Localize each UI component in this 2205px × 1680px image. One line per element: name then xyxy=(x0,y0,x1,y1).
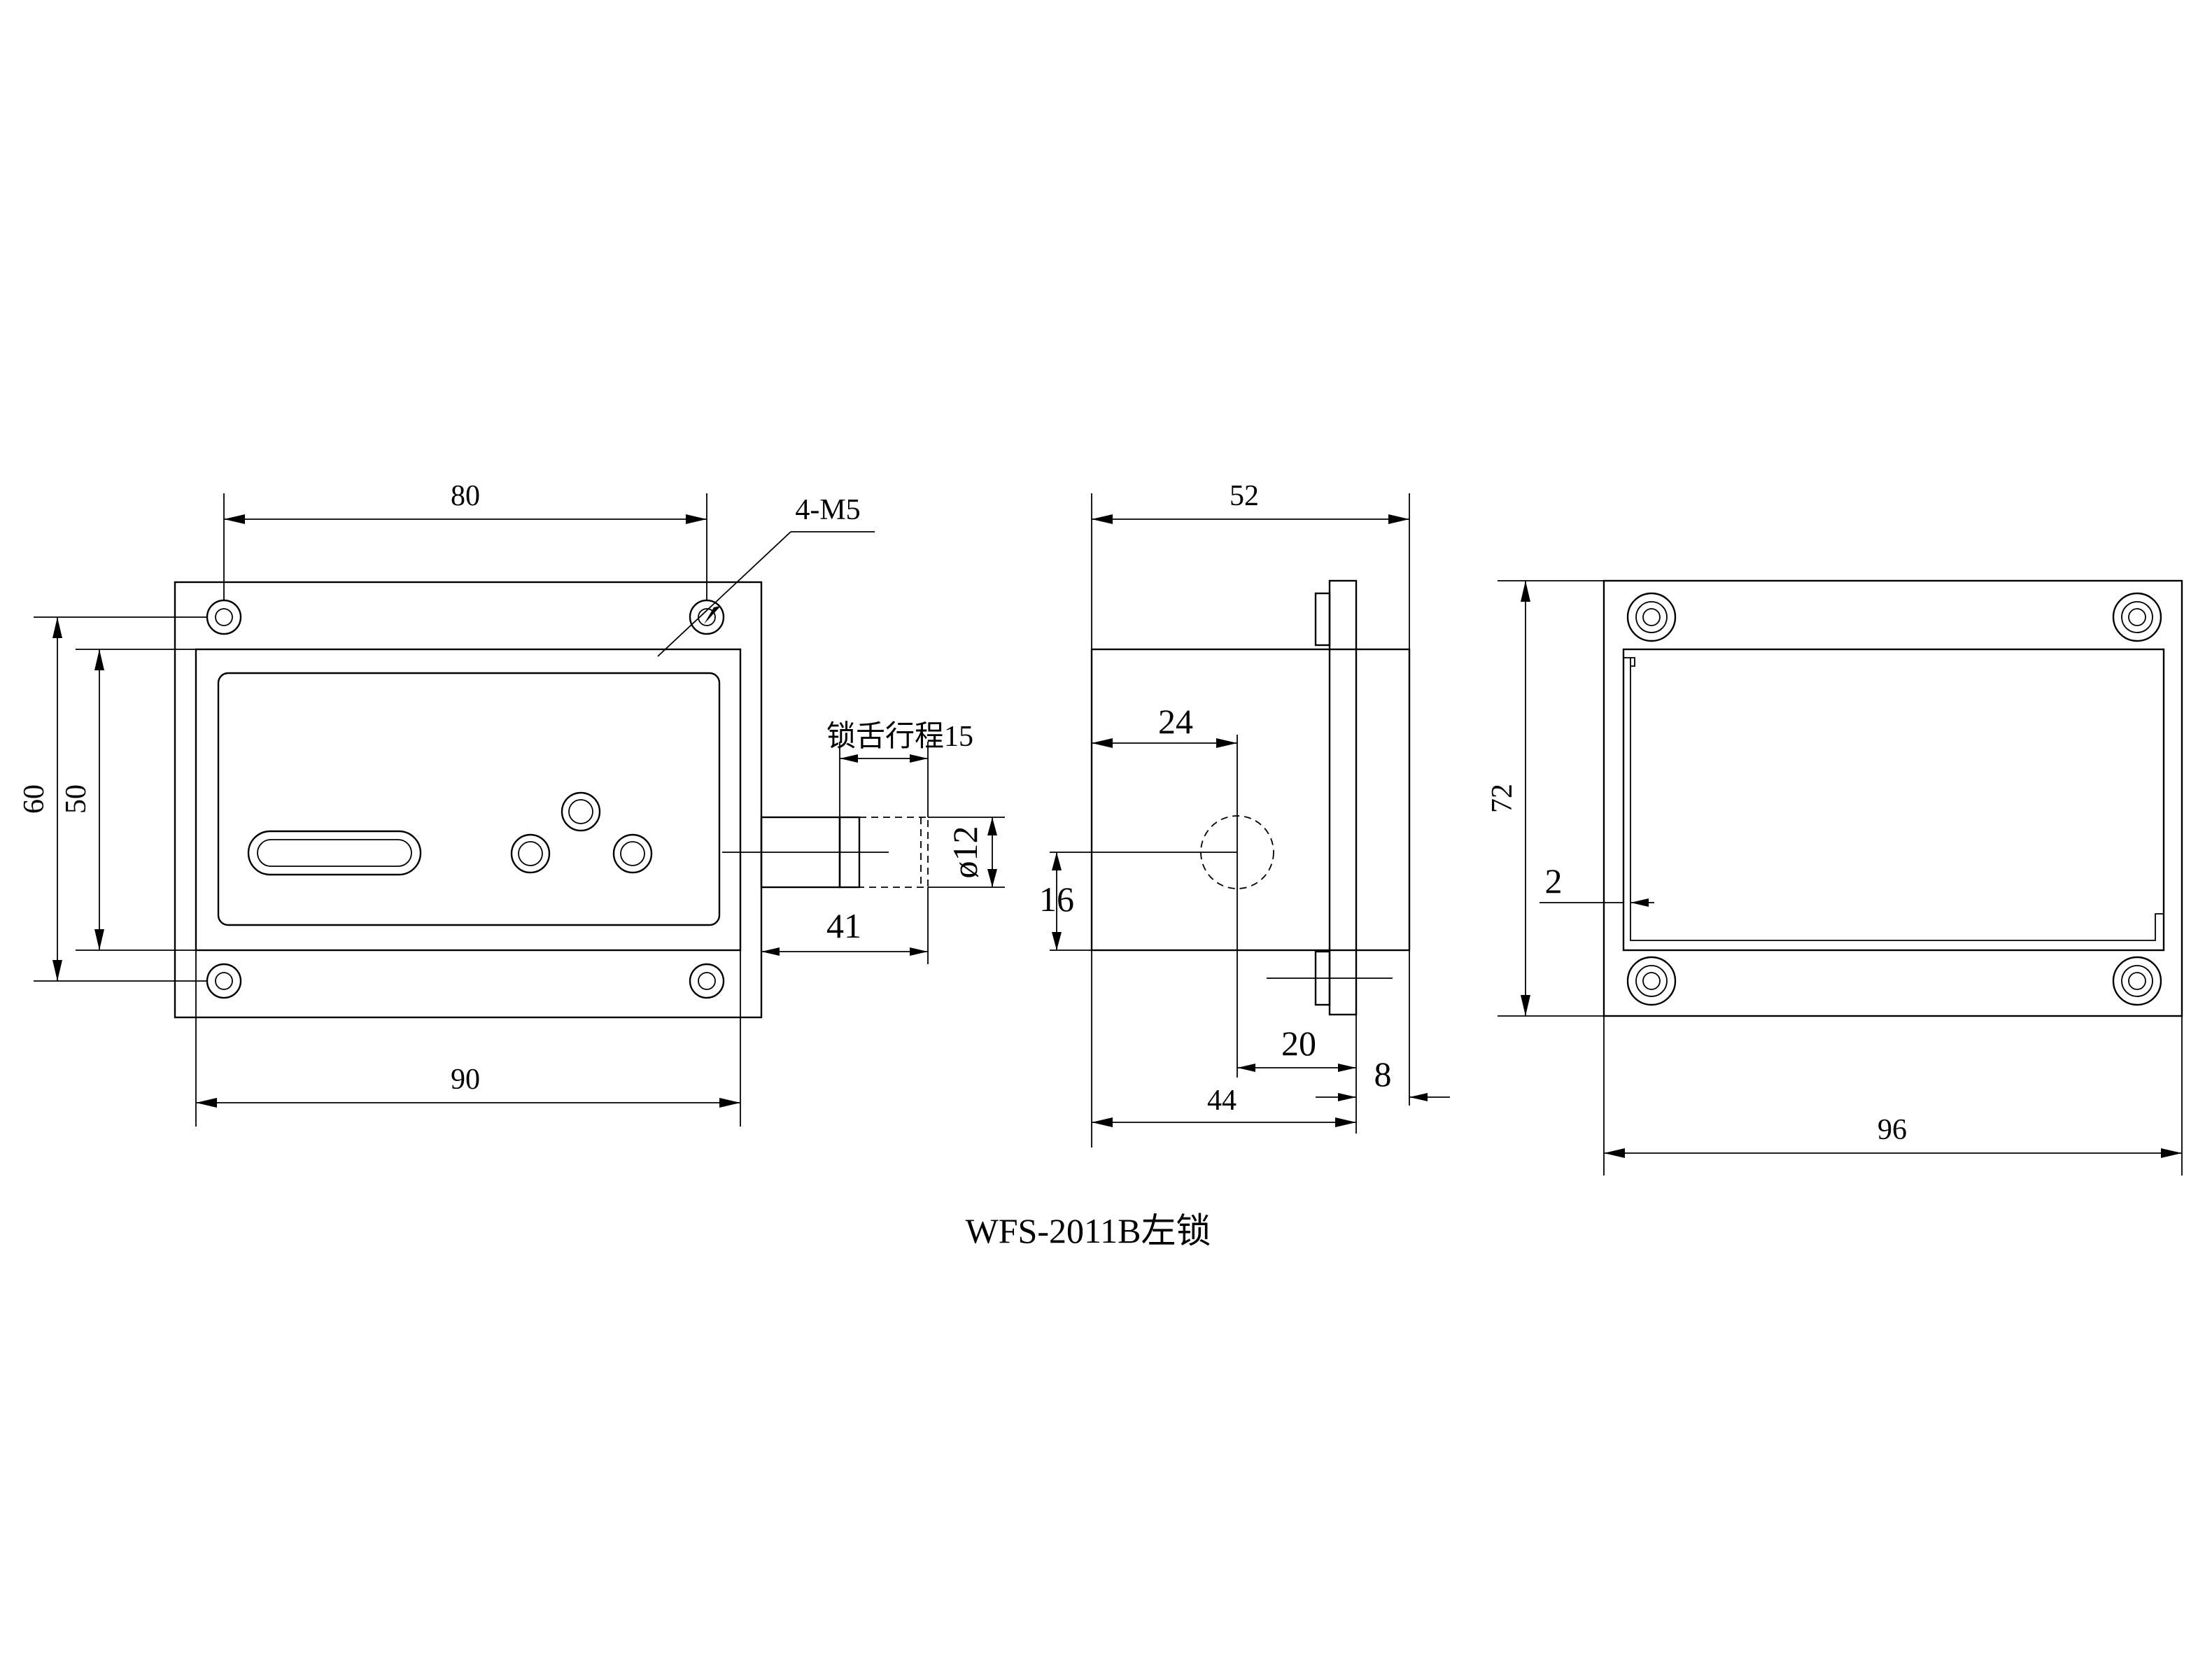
dim-outer-height: 60 xyxy=(18,784,50,814)
mounting-plate xyxy=(174,581,763,1019)
lock-bolt xyxy=(722,816,929,889)
side-view: 52 24 16 20 8 44 xyxy=(1039,480,1450,1148)
rear-view: 72 2 96 xyxy=(1486,579,2183,1176)
mounting-holes xyxy=(206,599,725,999)
dim-bolt-extension: 41 xyxy=(826,906,861,945)
bolt-stroke-label: 锁舌行程15 xyxy=(826,720,973,753)
dim-hole-spacing: 80 xyxy=(451,480,480,512)
dim-overall-width: 90 xyxy=(451,1064,480,1096)
rear-mounting-holes xyxy=(1626,592,2162,1006)
terminal-hole-left xyxy=(510,833,551,874)
terminal-hole-top xyxy=(561,791,601,832)
slot xyxy=(247,830,422,876)
side-body xyxy=(1090,648,1411,952)
dim-rear-width: 96 xyxy=(1878,1114,1907,1146)
dim-rear-height: 72 xyxy=(1486,784,1519,813)
dim-center-offset: 24 xyxy=(1158,702,1193,741)
thread-callout: 4-M5 xyxy=(795,494,860,526)
dim-center-to-flange: 20 xyxy=(1281,1024,1316,1063)
dim-overall-depth: 52 xyxy=(1230,480,1259,512)
dim-inner-height: 50 xyxy=(60,784,92,814)
dim-flange-thickness: 8 xyxy=(1374,1054,1392,1094)
housing-outline xyxy=(195,648,742,952)
side-flange xyxy=(1328,579,1358,1016)
front-view: 80 4-M5 60 50 90 锁舌行程15 xyxy=(18,480,1005,1127)
terminal-hole-right xyxy=(612,833,653,874)
rear-housing xyxy=(1622,648,2165,952)
dim-body-depth: 44 xyxy=(1207,1085,1237,1117)
dim-bolt-diameter: ø12 xyxy=(945,826,985,879)
dim-wall-thickness: 2 xyxy=(1545,861,1563,901)
drawing-title: WFS-2011B左锁 xyxy=(966,1211,1211,1250)
dim-center-height: 16 xyxy=(1039,880,1074,919)
front-panel xyxy=(217,672,721,926)
rear-plate xyxy=(1602,579,2183,1017)
